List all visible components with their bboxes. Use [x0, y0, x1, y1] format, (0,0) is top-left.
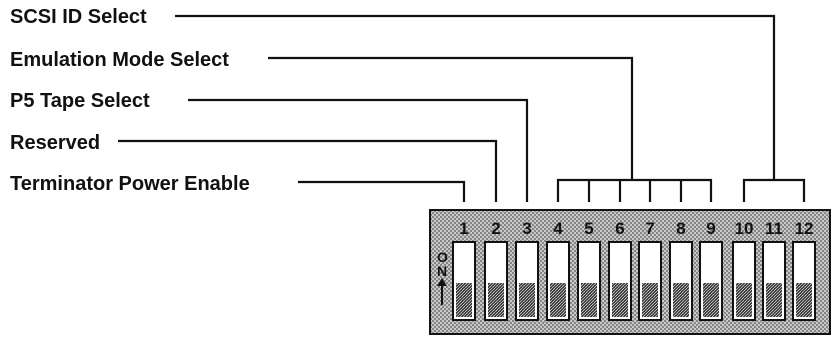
switch-1: 1	[452, 219, 476, 321]
bracket-scsi-id	[742, 178, 806, 202]
switch-number-11: 11	[765, 219, 783, 238]
leader-emulation-mode-select	[268, 56, 634, 180]
switch-4: 4	[546, 219, 570, 321]
on-letter-n: N	[437, 263, 447, 279]
switch-6: 6	[608, 219, 632, 321]
switch-number-2: 2	[491, 219, 500, 238]
switch-10: 10	[732, 219, 756, 321]
switch-number-4: 4	[553, 219, 563, 238]
switch-number-6: 6	[615, 219, 624, 238]
switch-number-7: 7	[645, 219, 654, 238]
switch-12: 12	[792, 219, 816, 321]
label-reserved: Reserved	[10, 132, 101, 154]
label-scsi-id-select: SCSI ID Select	[10, 6, 147, 28]
switch-number-12: 12	[795, 219, 814, 238]
switch-number-10: 10	[735, 219, 754, 238]
leader-scsi-id-select	[175, 14, 776, 180]
on-indicator: O N	[437, 249, 448, 305]
on-letter-o: O	[437, 249, 448, 265]
switch-number-3: 3	[522, 219, 531, 238]
switch-7: 7	[638, 219, 662, 321]
switch-11: 11	[762, 219, 786, 321]
switch-9: 9	[699, 219, 723, 321]
label-terminator-power-enable: Terminator Power Enable	[10, 173, 250, 195]
switch-number-9: 9	[706, 219, 715, 238]
leader-terminator-power-enable	[298, 180, 466, 202]
label-p5-tape-select: P5 Tape Select	[10, 90, 150, 112]
switch-number-1: 1	[459, 219, 468, 238]
switch-number-5: 5	[584, 219, 593, 238]
bracket-emulation	[556, 178, 713, 202]
switch-2: 2	[484, 219, 508, 321]
switch-3: 3	[515, 219, 539, 321]
label-emulation-mode-select: Emulation Mode Select	[10, 49, 229, 71]
switch-5: 5	[577, 219, 601, 321]
switch-8: 8	[669, 219, 693, 321]
leader-p5-tape-select	[188, 98, 529, 202]
leader-reserved	[118, 139, 498, 202]
switch-number-8: 8	[676, 219, 685, 238]
